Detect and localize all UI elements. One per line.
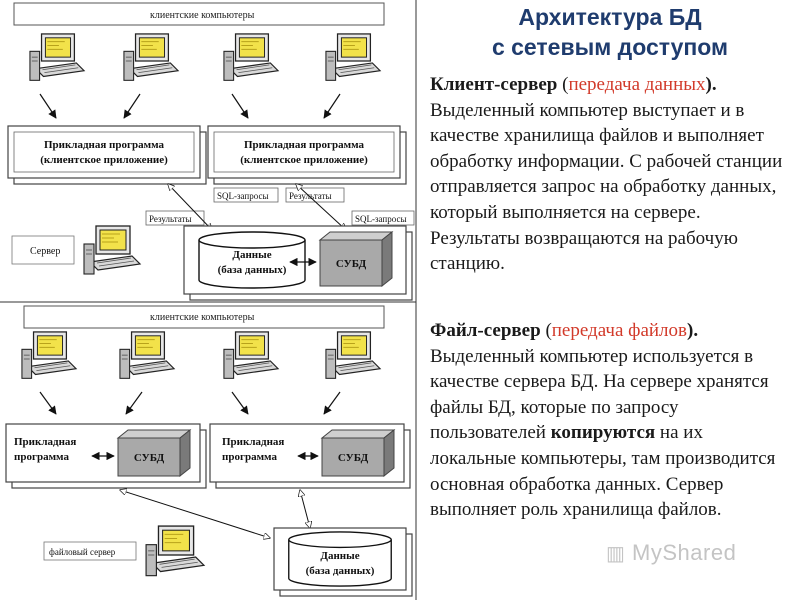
- app-box-right: Прикладная программа (клиентское приложе…: [207, 125, 407, 185]
- db-subtitle: (база данных): [306, 565, 375, 577]
- sql-label: SQL-запросы: [217, 191, 269, 201]
- clients-banner: [13, 2, 385, 26]
- dbms-label: СУБД: [338, 452, 369, 464]
- app-subtitle: программа: [222, 451, 277, 463]
- dbms-label: СУБД: [134, 452, 165, 464]
- copied-bold-word: копируются: [550, 422, 656, 444]
- watermark-icon: ▥: [606, 543, 626, 565]
- sql-tag: [351, 210, 415, 226]
- clients-label: клиентские компьютеры: [150, 312, 255, 323]
- local-app-box-right: Прикладная программа СУБД: [209, 423, 411, 489]
- clients-label: клиентские компьютеры: [150, 10, 255, 21]
- client-server-description: Клиент-сервер (передача данных). Выделен…: [430, 72, 790, 277]
- client-computer-icon: [21, 331, 77, 379]
- client-computer-icon: [223, 331, 279, 379]
- app-title: Прикладная: [222, 436, 284, 448]
- client-arrows: [39, 391, 341, 415]
- db-subtitle: (база данных): [218, 264, 287, 276]
- sql-label: SQL-запросы: [355, 214, 407, 224]
- file-server-diagram: клиентские компьютеры Прикладная програм…: [5, 305, 413, 597]
- file-server-body-before: Выделенный компьютер используется в каче…: [430, 345, 769, 444]
- server-computer-icon: [83, 225, 141, 275]
- transfer-type-highlight: передача файлов: [551, 320, 687, 341]
- client-computer-icon: [223, 33, 279, 81]
- results-label: Результаты: [149, 214, 192, 224]
- client-arrows: [39, 93, 341, 119]
- app-box-left: Прикладная программа (клиентское приложе…: [7, 125, 207, 185]
- client-server-diagram: клиентские компьютеры Прикладная програм…: [0, 0, 417, 600]
- paren-close: ).: [687, 320, 699, 341]
- watermark-logo: ▥ MyShared: [606, 540, 736, 566]
- db-title: Данные: [320, 550, 359, 562]
- dbms-label: СУБД: [336, 258, 367, 270]
- sql-tag: [213, 187, 279, 203]
- file-server-computer-icon: [145, 525, 205, 577]
- server-tag: [11, 235, 75, 265]
- app-title: Прикладная: [14, 436, 76, 448]
- client-server-heading: Клиент-сервер: [430, 74, 558, 95]
- app-title: Прикладная программа: [44, 139, 165, 151]
- request-arrows: [168, 184, 346, 230]
- app-subtitle: программа: [14, 451, 69, 463]
- client-server-body: Выделенный компьютер выступает и в качес…: [430, 99, 783, 275]
- server-box: Данные (база данных) СУБД: [183, 225, 413, 301]
- file-transfer-arrows: [120, 490, 310, 538]
- db-title: Данные: [232, 249, 271, 261]
- client-computer-icon: [123, 33, 179, 81]
- paren-open: (: [557, 74, 569, 95]
- app-subtitle: (клиентское приложение): [40, 154, 168, 166]
- file-server-tag: [43, 541, 137, 561]
- client-computer-icon: [29, 33, 85, 81]
- file-server-heading: Файл-сервер: [430, 320, 541, 341]
- file-server-body-after: на их локальные компьютеры, там производ…: [430, 422, 776, 521]
- watermark-text: MyShared: [632, 540, 737, 565]
- slide-title: Архитектура БД: [518, 4, 702, 30]
- server-label: Сервер: [30, 246, 60, 257]
- client-computer-icon: [119, 331, 175, 379]
- file-server-box: Данные (база данных): [273, 527, 413, 597]
- local-app-box-left: Прикладная программа СУБД: [5, 423, 207, 489]
- client-computer-icon: [325, 33, 381, 81]
- app-title: Прикладная программа: [244, 139, 365, 151]
- transfer-type-highlight: передача данных: [568, 74, 706, 95]
- clients-banner: [23, 305, 385, 329]
- file-server-description: Файл-сервер (передача файлов). Выделенны…: [430, 318, 790, 523]
- client-computer-icon: [325, 331, 381, 379]
- slide-subtitle: с сетевым доступом: [491, 34, 729, 60]
- file-server-label: файловый сервер: [49, 547, 116, 557]
- results-label: Результаты: [289, 191, 332, 201]
- paren-close: ).: [705, 74, 717, 95]
- app-subtitle: (клиентское приложение): [240, 154, 368, 166]
- paren-open: (: [540, 320, 552, 341]
